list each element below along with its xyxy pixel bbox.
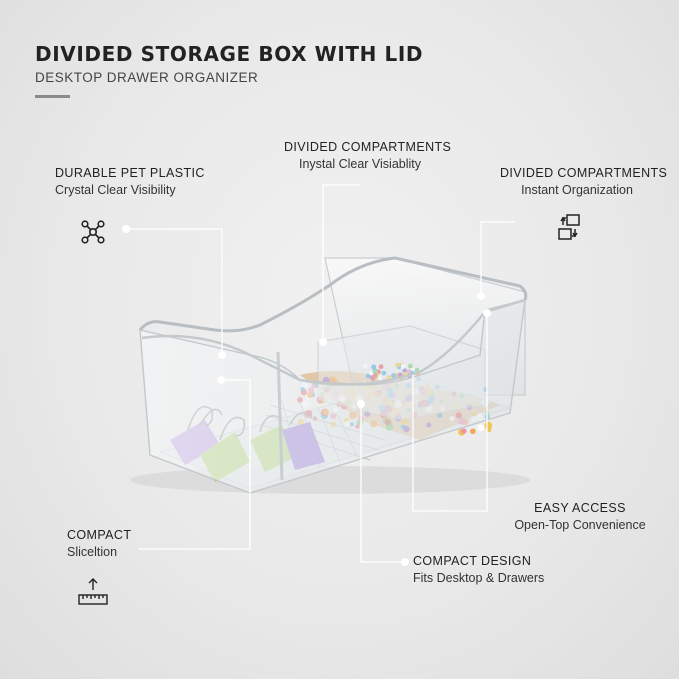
page-title: DIVIDED STORAGE BOX WITH LID: [35, 42, 424, 66]
callout-divided-compartments-center: DIVIDED COMPARTMENTS Inystal Clear Visia…: [284, 140, 452, 171]
callout-title: DIVIDED COMPARTMENTS: [500, 166, 668, 180]
molecule-nodes-icon: [80, 219, 106, 250]
page-subtitle: DESKTOP DRAWER ORGANIZER: [35, 70, 259, 85]
callout-subtitle: Instant Organization: [521, 183, 633, 197]
callout-compact: COMPACT Sliceltion: [67, 528, 131, 559]
callout-title: DIVIDED COMPARTMENTS: [284, 140, 452, 154]
callout-compact-design: COMPACT DESIGN Fits Desktop & Drawers: [413, 554, 544, 585]
callout-divided-compartments-right: DIVIDED COMPARTMENTS Instant Organizatio…: [500, 166, 668, 197]
callout-subtitle: Inystal Clear Visiablity: [298, 157, 422, 171]
callout-subtitle: Fits Desktop & Drawers: [413, 571, 545, 585]
callout-durable-plastic: DURABLE PET PLASTIC Crystal Clear Visibi…: [55, 166, 205, 197]
callout-easy-access: EASY ACCESS Open-Top Convenience: [510, 501, 650, 532]
title-underline: [35, 95, 70, 98]
callout-title: COMPACT: [67, 528, 132, 542]
ruler-upload-icon: [78, 577, 108, 610]
callout-subtitle: Sliceltion: [67, 545, 118, 559]
leader-lines: [126, 184, 515, 563]
callout-title: DURABLE PET PLASTIC: [55, 166, 205, 180]
callout-subtitle: Crystal Clear Visibility: [55, 183, 176, 197]
swap-boxes-icon: [557, 213, 581, 246]
callout-title: COMPACT DESIGN: [413, 554, 532, 568]
callout-subtitle: Open-Top Convenience: [514, 518, 646, 532]
callout-title: EASY ACCESS: [534, 501, 626, 515]
